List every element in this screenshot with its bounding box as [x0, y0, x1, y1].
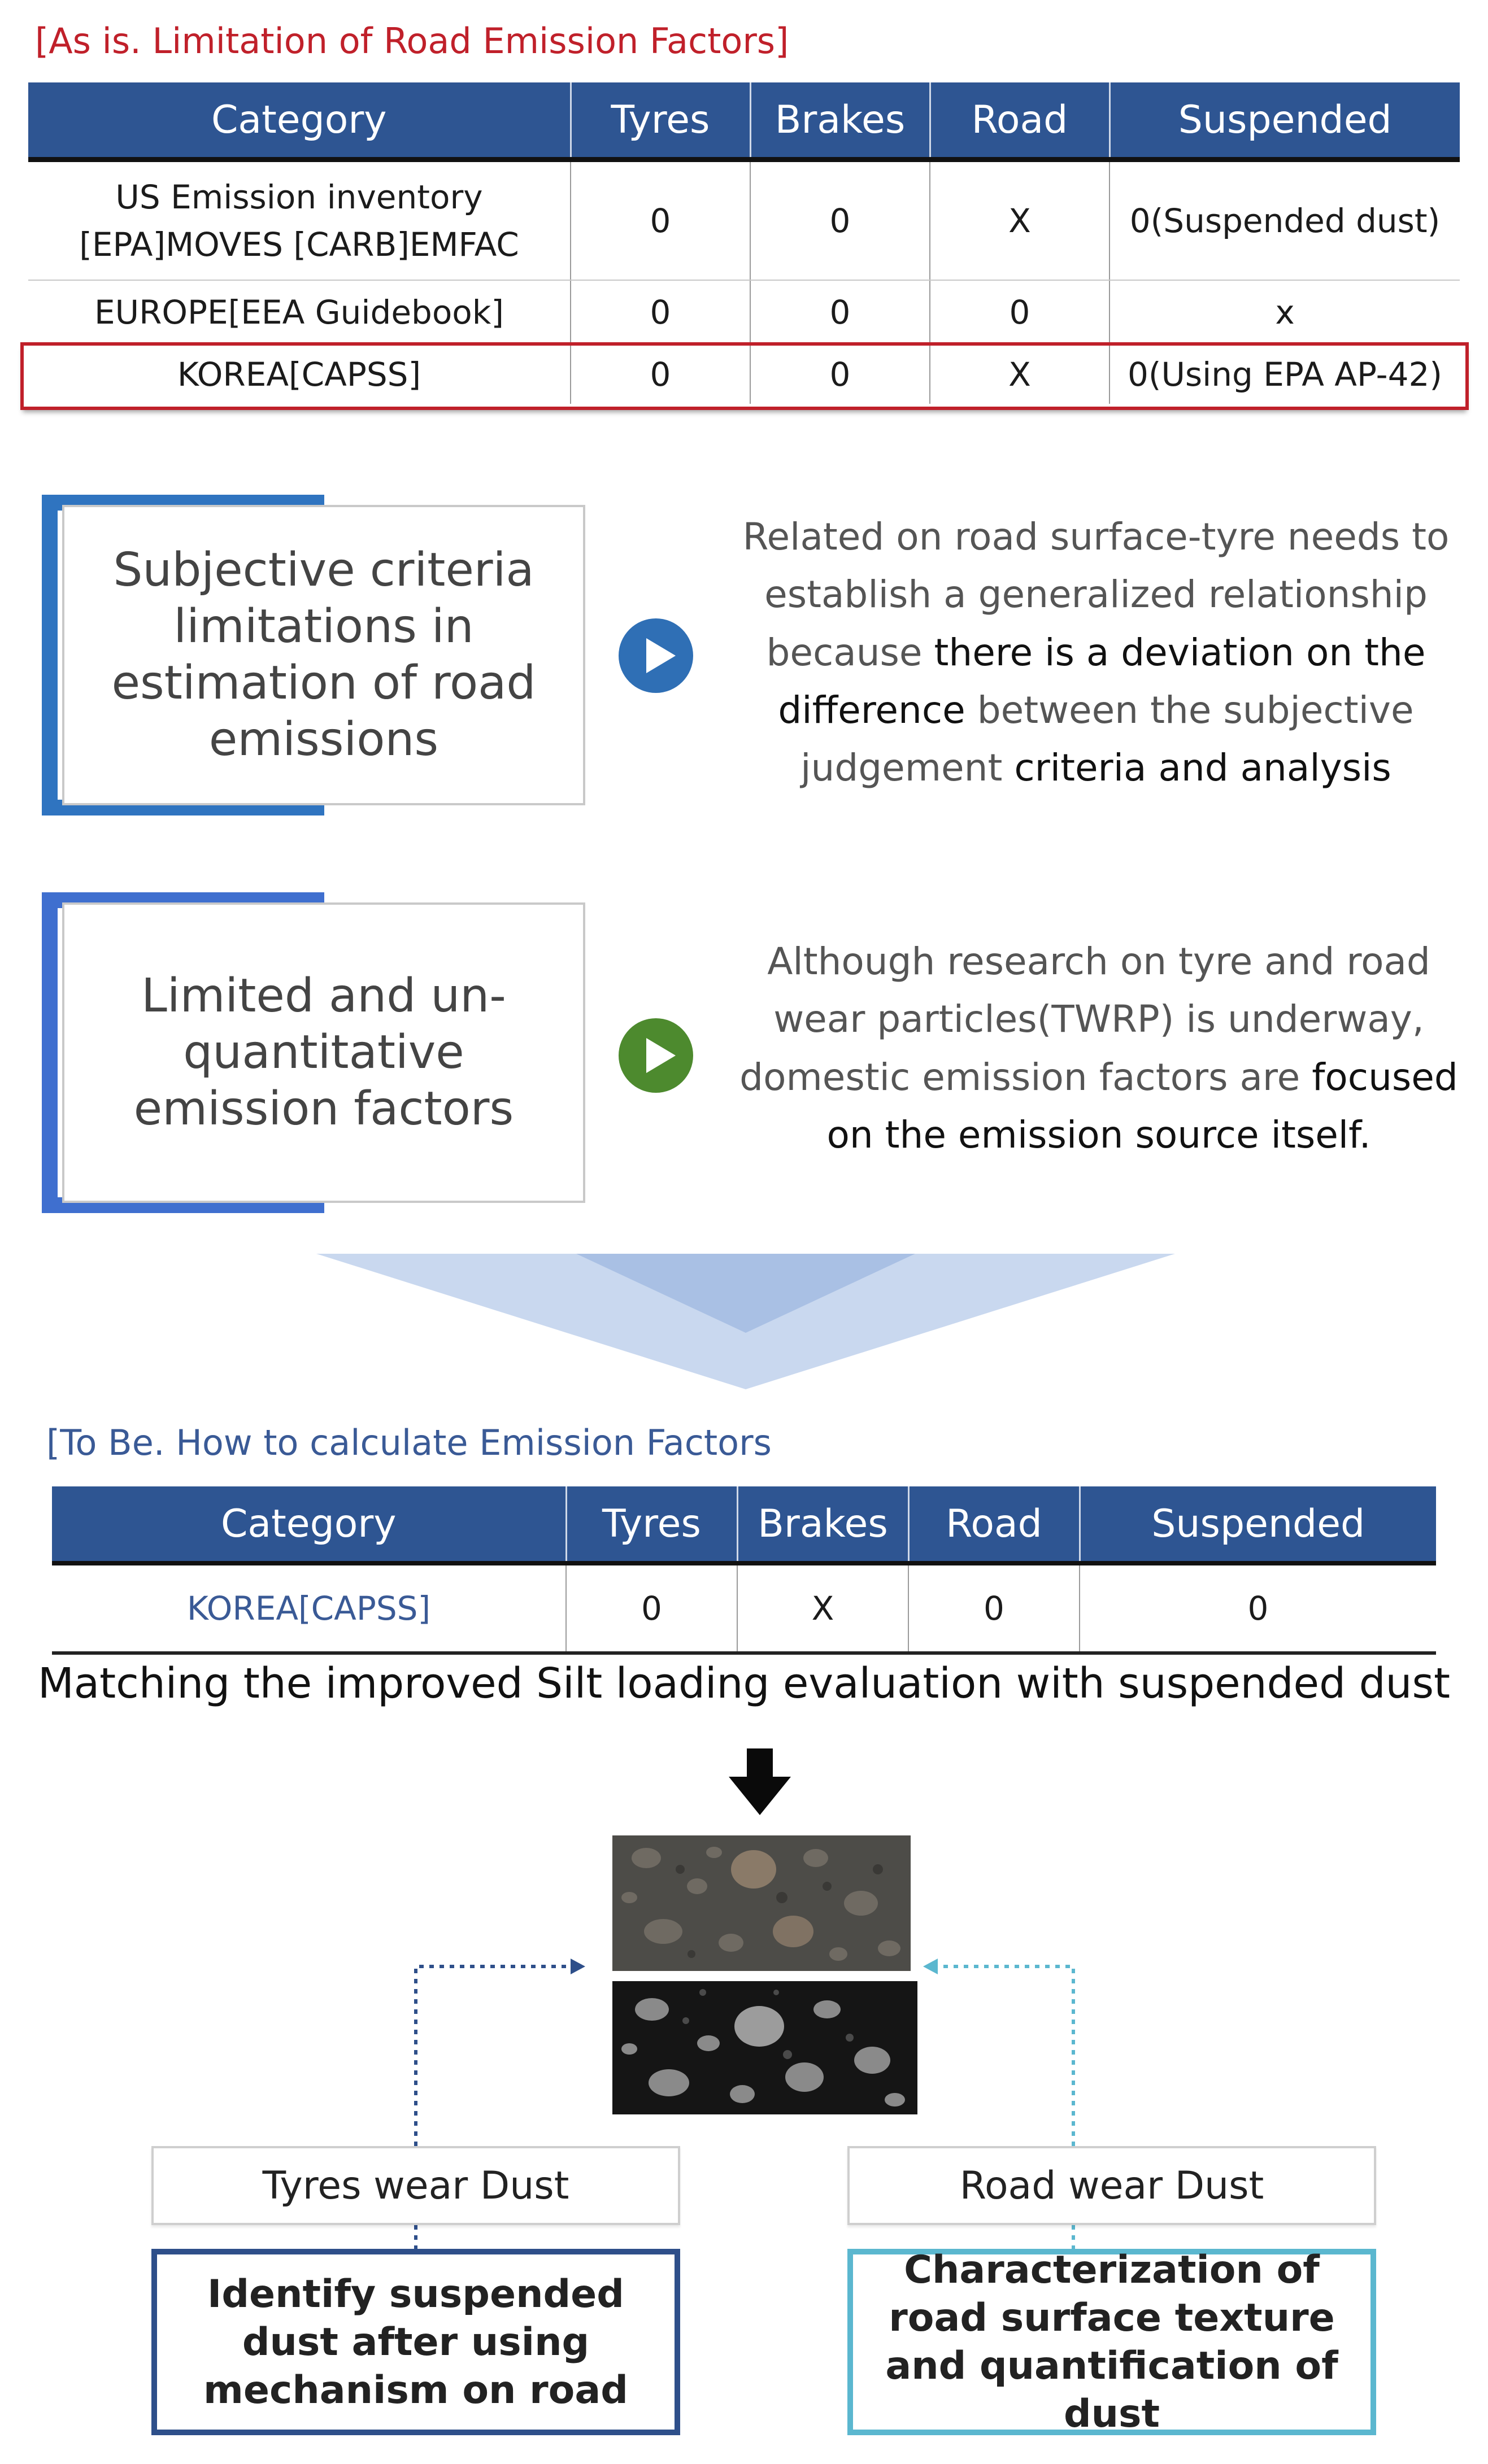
asis-table: Category Tyres Brakes Road Suspended US …: [28, 82, 1460, 404]
road-wear-dust-label: Road wear Dust: [847, 2146, 1376, 2225]
problem-2-description: Although research on tyre and road wear …: [734, 933, 1463, 1164]
problem-1-description: Related on road surface-tyre needs to es…: [729, 508, 1463, 797]
funnel-arrow-icon: [316, 1254, 1175, 1389]
problem-1-desc-b: there is a deviation on the difference: [778, 630, 1426, 732]
row-us-road: X: [929, 159, 1110, 281]
problem-1-desc-c: between the subjective judgement: [800, 688, 1414, 790]
road-wear-dust-detail: Characterization of road surface texture…: [847, 2248, 1376, 2436]
play-1-icon: [617, 617, 695, 695]
problem-1-desc-a: Related on road surface-tyre needs to es…: [742, 515, 1450, 674]
tyres-wear-dust-detail-text: Identify suspended dust after using mech…: [203, 2271, 628, 2413]
row-us-category: US Emission inventory [EPA]MOVES [CARB]E…: [28, 159, 571, 281]
row-europe-road: 0: [929, 280, 1110, 345]
row-us-suspended: 0(Suspended dust): [1109, 159, 1460, 281]
left-connector-arrowhead: [571, 1959, 585, 1974]
tobe-korea-tyres: 0: [565, 1563, 737, 1655]
right-connector: [938, 1965, 1075, 2146]
tobe-header-row: Category Tyres Brakes Road Suspended: [52, 1486, 1436, 1563]
row-us-brakes: 0: [750, 159, 930, 281]
table-row-us: US Emission inventory [EPA]MOVES [CARB]E…: [28, 159, 1460, 281]
play-2-icon: [617, 1017, 695, 1094]
road-surface-photo: [612, 1835, 911, 1971]
row-us-category-line1: US Emission inventory: [115, 177, 483, 216]
tobe-header-road: Road: [907, 1486, 1080, 1563]
left-connector: [414, 1965, 571, 2146]
tobe-header-suspended: Suspended: [1078, 1486, 1436, 1563]
asis-header-road: Road: [929, 82, 1110, 160]
asis-header-brakes: Brakes: [749, 82, 930, 160]
tobe-korea-road: 0: [908, 1563, 1080, 1655]
tobe-header-category: Category: [52, 1486, 566, 1563]
row-korea-suspended: 0(Using EPA AP-42): [1109, 344, 1460, 404]
row-korea-category: KOREA[CAPSS]: [177, 355, 421, 394]
silt-loading-statement: Matching the improved Silt loading evalu…: [37, 1659, 1451, 1708]
row-europe-category: EUROPE[EEA Guidebook]: [28, 280, 571, 345]
row-us-tyres: 0: [570, 159, 750, 281]
road-surface-binary-image: [612, 1981, 917, 2114]
table-row-europe: EUROPE[EEA Guidebook] 0 0 0 x: [28, 280, 1460, 345]
tobe-table: Category Tyres Brakes Road Suspended KOR…: [52, 1486, 1436, 1655]
tobe-header-tyres: Tyres: [565, 1486, 737, 1563]
asis-header-row: Category Tyres Brakes Road Suspended: [28, 82, 1460, 160]
problem-2-desc-b: focused on the emission source itself.: [826, 1055, 1458, 1157]
tobe-korea-suspended: 0: [1079, 1563, 1436, 1655]
row-europe-suspended: x: [1109, 280, 1460, 345]
table-row-korea: KOREA[CAPSS] 0 0 X 0(Using EPA AP-42): [28, 344, 1460, 404]
tobe-title: [To Be. How to calculate Emission Factor…: [46, 1422, 772, 1463]
problem-1-text: Subjective criteria limitations in estim…: [111, 543, 536, 767]
problem-2-text: Limited and un-quantitative emission fac…: [133, 969, 514, 1136]
asis-title: [As is. Limitation of Road Emission Fact…: [35, 20, 789, 62]
tobe-korea-category: KOREA[CAPSS]: [52, 1563, 566, 1655]
korea-row-highlight: [20, 342, 1469, 410]
row-korea-tyres: 0: [570, 344, 750, 404]
road-wear-dust-detail-text: Characterization of road surface texture…: [885, 2248, 1338, 2436]
row-europe-tyres: 0: [570, 280, 750, 345]
tobe-header-brakes: Brakes: [736, 1486, 908, 1563]
asis-header-tyres: Tyres: [569, 82, 750, 160]
table-row-tobe-korea: KOREA[CAPSS] 0 X 0 0: [52, 1563, 1436, 1655]
asis-header-category: Category: [28, 82, 571, 160]
problem-1-box: Subjective criteria limitations in estim…: [62, 505, 585, 805]
row-korea-brakes: 0: [750, 344, 930, 404]
tyres-wear-dust-detail: Identify suspended dust after using mech…: [151, 2249, 680, 2435]
tyres-wear-dust-label: Tyres wear Dust: [151, 2146, 680, 2225]
row-us-category-line2: [EPA]MOVES [CARB]EMFAC: [79, 225, 519, 264]
row-europe-brakes: 0: [750, 280, 930, 345]
problem-1-desc-d: criteria and analysis: [1014, 746, 1391, 790]
row-korea-road: X: [929, 344, 1110, 404]
right-connector-arrowhead: [923, 1959, 938, 1974]
down-arrow-icon: [729, 1748, 791, 1815]
problem-2-box: Limited and un-quantitative emission fac…: [62, 902, 585, 1203]
tobe-korea-brakes: X: [737, 1563, 908, 1655]
asis-header-suspended: Suspended: [1108, 82, 1460, 160]
problem-2-desc-a: Although research on tyre and road wear …: [739, 940, 1430, 1099]
